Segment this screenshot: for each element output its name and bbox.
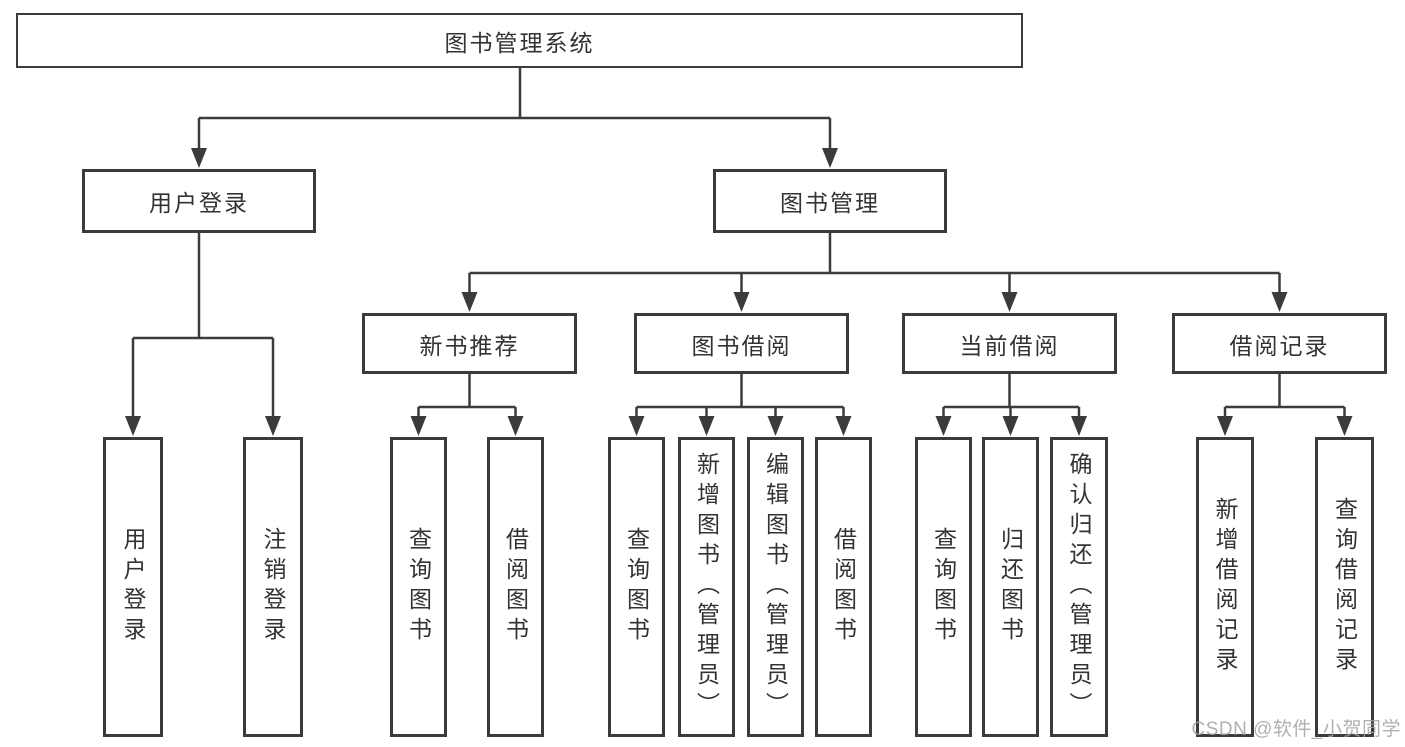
leaf-edit-books-admin: 编辑图书（管理员） [747,437,804,737]
leaf-user-login: 用户登录 [103,437,163,737]
node-label: 借阅图书 [502,527,529,647]
leaf-query-books-borrow: 查询图书 [608,437,665,737]
leaf-add-borrow-record: 新增借阅记录 [1196,437,1254,737]
leaf-borrow-books: 借阅图书 [815,437,872,737]
node-library-management-system: 图书管理系统 [16,13,1023,68]
node-book-borrow: 图书借阅 [634,313,849,374]
leaf-logout: 注销登录 [243,437,303,737]
node-label: 用户登录 [149,190,249,216]
node-label: 用户登录 [120,527,146,647]
node-label: 图书管理系统 [444,29,595,56]
node-current-borrow: 当前借阅 [902,313,1117,374]
node-borrow-records: 借阅记录 [1172,313,1387,374]
node-label: 查询图书 [405,527,432,647]
node-label: 查询图书 [623,527,650,647]
leaf-confirm-return-admin: 确认归还（管理员） [1050,437,1108,737]
leaf-query-books-current: 查询图书 [915,437,972,737]
node-new-book-recommend: 新书推荐 [362,313,577,374]
leaf-return-books: 归还图书 [982,437,1039,737]
node-label: 编辑图书（管理员） [762,452,789,722]
node-label: 当前借阅 [959,332,1060,359]
node-user-login: 用户登录 [82,169,316,233]
node-label: 新增借阅记录 [1212,497,1238,677]
node-label: 借阅图书 [830,527,857,647]
node-label: 借阅记录 [1229,332,1330,359]
node-book-management: 图书管理 [713,169,947,233]
node-label: 查询借阅记录 [1331,497,1358,677]
node-label: 图书借阅 [691,332,792,359]
node-label: 注销登录 [260,527,286,647]
node-label: 新增图书（管理员） [693,452,720,722]
node-label: 图书管理 [780,190,880,216]
node-label: 归还图书 [997,527,1024,647]
leaf-query-borrow-record: 查询借阅记录 [1315,437,1374,737]
leaf-borrow-books-recommend: 借阅图书 [487,437,544,737]
node-label: 查询图书 [930,527,957,647]
leaf-query-books-recommend: 查询图书 [390,437,447,737]
csdn-watermark: CSDN @软件_小贺同学 [1191,719,1401,740]
leaf-add-books-admin: 新增图书（管理员） [678,437,735,737]
node-label: 确认归还（管理员） [1066,452,1092,722]
node-label: 新书推荐 [419,332,520,359]
